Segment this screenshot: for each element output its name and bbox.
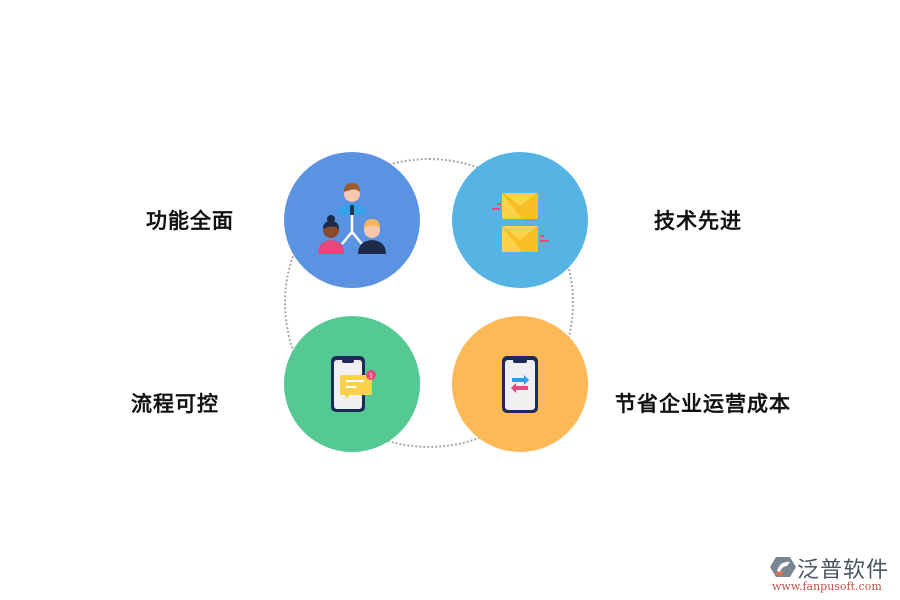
feature-label-cost-saving: 节省企业运营成本 <box>615 392 791 416</box>
phone-message-icon: 1 <box>331 356 376 412</box>
brand-mark-icon <box>770 557 796 577</box>
watermark-brand: 泛普软件 <box>797 558 890 583</box>
svg-text:1: 1 <box>369 373 373 380</box>
feature-label-advanced-tech: 技术先进 <box>654 209 742 233</box>
watermark-url: www.fanpusoft.com <box>772 580 882 593</box>
feature-label-process-control: 流程可控 <box>131 392 219 416</box>
feature-label-comprehensive: 功能全面 <box>146 209 234 233</box>
feature-circle-cost-saving <box>452 316 588 452</box>
envelopes-icon <box>492 192 549 252</box>
feature-circle-advanced-tech <box>452 152 588 288</box>
feature-circle-comprehensive <box>284 152 420 288</box>
feature-circle-process-control: 1 <box>284 316 420 452</box>
watermark-logo: 泛普软件 www.fanpusoft.com <box>770 552 895 597</box>
team-hierarchy-icon <box>318 183 386 254</box>
dotted-ring <box>284 158 574 448</box>
phone-transfer-icon <box>502 356 538 413</box>
